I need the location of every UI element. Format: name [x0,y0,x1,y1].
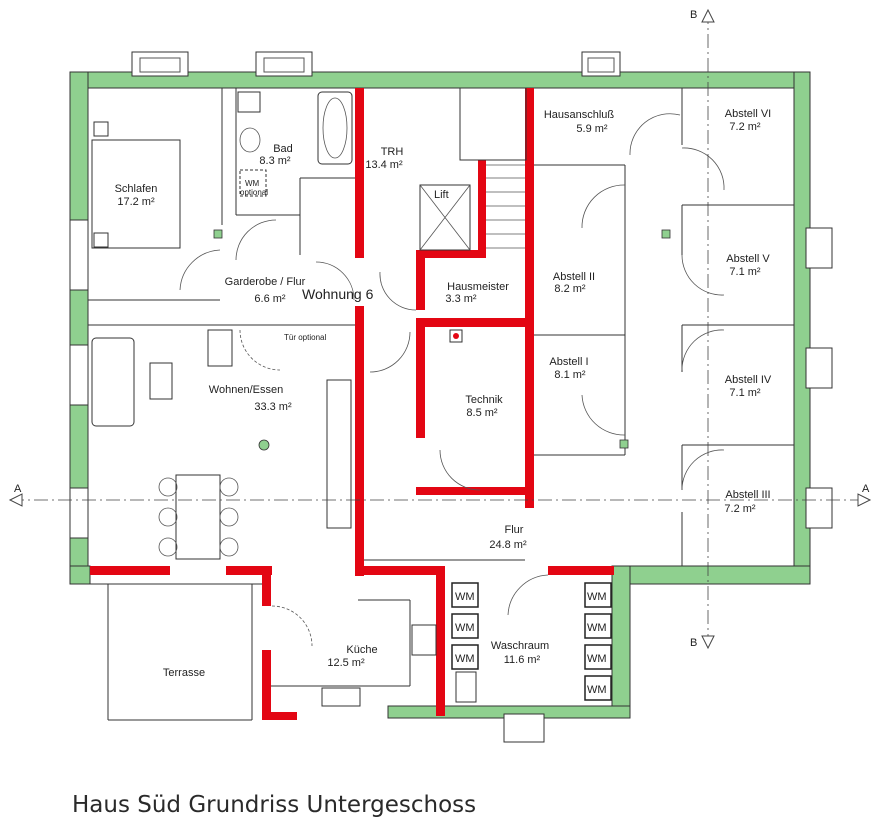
bath-wm-note: optional [240,188,268,197]
room-area-schlafen: 17.2 m² [117,196,155,208]
wm-label: WM [455,591,475,603]
room-area-trh: 13.4 m² [365,159,403,171]
room-name-bad: Bad [273,143,293,155]
fire-walls [90,88,614,720]
windows [69,51,833,743]
wm-label: WM [587,591,607,603]
room-name-wohnen: Wohnen/Essen [209,384,283,396]
room-name-hausanschluss: Hausanschluß [544,109,615,121]
room-name-waschraum: Waschraum [491,640,549,652]
wm-label: WM [587,653,607,665]
exterior-walls [69,71,811,719]
section-marker-a-left: A [14,483,22,495]
room-area-waschraum: 11.6 m² [504,654,541,666]
room-name-trh: TRH [381,146,404,158]
room-area-bad: 8.3 m² [259,155,291,167]
room-area-abstell5: 7.1 m² [729,266,761,278]
room-area-abstell6: 7.2 m² [729,121,761,133]
section-lines [8,8,872,650]
room-name-abstell2: Abstell II [553,271,595,283]
room-name-hausmeister: Hausmeister [447,281,509,293]
doors [179,113,725,647]
door-note: Tür optional [284,333,326,342]
room-area-hausanschluss: 5.9 m² [576,123,608,135]
section-marker-a-right: A [862,483,870,495]
fixtures [213,229,671,451]
room-name-flur: Flur [505,524,524,536]
room-name-garderobe: Garderobe / Flur [225,276,306,288]
room-name-terrasse: Terrasse [163,667,205,679]
room-area-kueche: 12.5 m² [327,657,365,669]
bath-wm-label: WM [245,179,260,188]
room-name-schlafen: Schlafen [115,183,158,195]
room-name-abstell4: Abstell IV [725,374,772,386]
wm-label: WM [587,622,607,634]
room-area-abstell3: 7.2 m² [724,503,756,515]
lift-label: Lift [434,189,449,201]
room-area-wohnen: 33.3 m² [254,401,292,413]
room-name-abstell5: Abstell V [726,253,770,265]
room-area-abstell1: 8.1 m² [554,369,586,381]
wm-label: WM [587,684,607,696]
room-area-garderobe: 6.6 m² [254,293,286,305]
room-name-abstell1: Abstell I [549,356,588,368]
room-name-technik: Technik [465,394,503,406]
room-name-abstell3: Abstell III [725,489,770,501]
room-area-flur: 24.8 m² [489,539,527,551]
room-area-hausmeister: 3.3 m² [445,293,477,305]
room-name-kueche: Küche [346,644,377,656]
interior-walls [88,87,794,721]
wm-label: WM [455,622,475,634]
room-area-abstell2: 8.2 m² [554,283,586,295]
room-area-abstell4: 7.1 m² [729,387,761,399]
section-marker-b-top: B [690,9,697,21]
section-marker-b-bottom: B [690,637,697,649]
washing-machines [451,582,612,701]
plan-title: Haus Süd Grundriss Untergeschoss [72,792,477,818]
room-area-technik: 8.5 m² [466,407,498,419]
room-name-abstell6: Abstell VI [725,108,771,120]
wm-label: WM [455,653,475,665]
apartment-label: Wohnung 6 [302,286,374,302]
